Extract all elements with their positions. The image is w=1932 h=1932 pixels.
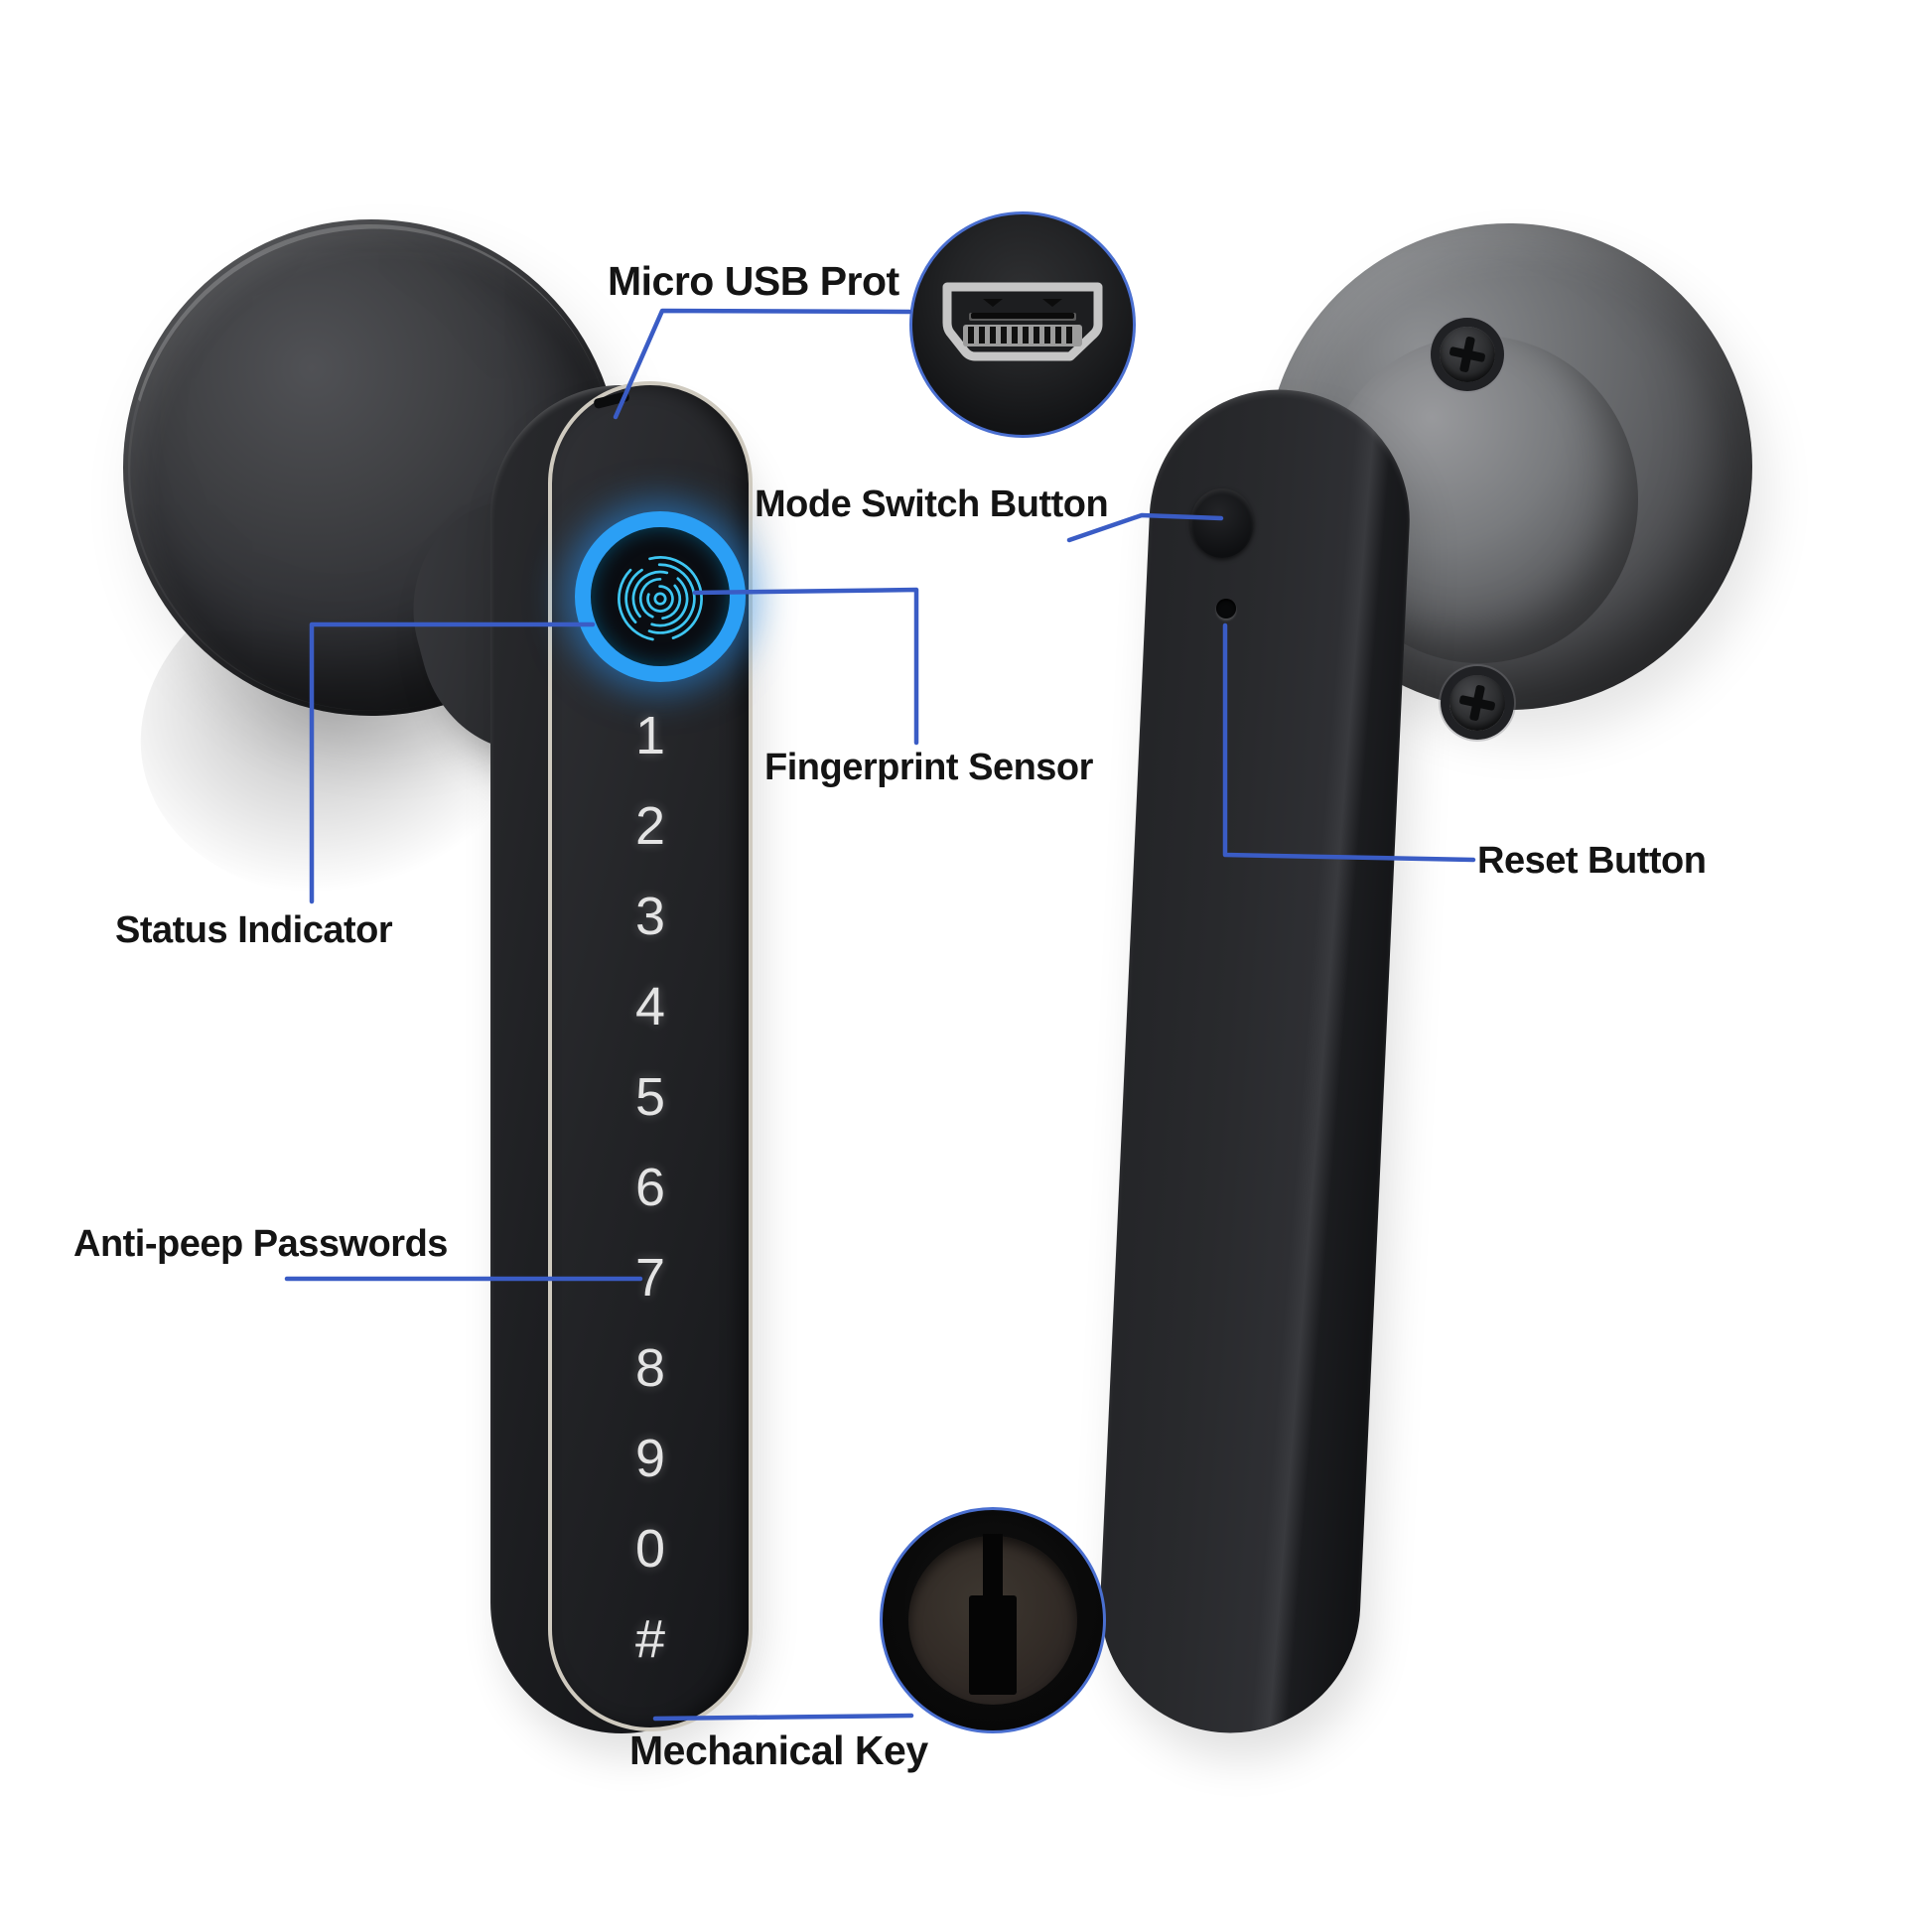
fingerprint-sensor-label: Fingerprint Sensor <box>764 747 1093 788</box>
keypad-key-7[interactable]: 7 <box>634 1248 666 1308</box>
fingerprint-icon <box>618 556 703 642</box>
micro-usb-label: Micro USB Prot <box>608 258 899 304</box>
keypad-key-8[interactable]: 8 <box>634 1338 666 1398</box>
keypad-key-1[interactable]: 1 <box>634 706 666 765</box>
rear-handle-body <box>1094 383 1416 1739</box>
keyhole-icon[interactable] <box>969 1595 1017 1695</box>
mechanical-key-inset <box>880 1507 1106 1733</box>
usb-port-inset <box>909 211 1136 438</box>
anti-peep-label: Anti-peep Passwords <box>73 1223 448 1265</box>
mechanical-key-label: Mechanical Key <box>629 1727 928 1773</box>
reset-button-label: Reset Button <box>1477 840 1707 882</box>
keypad-key-2[interactable]: 2 <box>634 796 666 856</box>
keypad: 1 2 3 4 5 6 7 8 9 0 # <box>550 691 751 1685</box>
keypad-key-6[interactable]: 6 <box>634 1158 666 1217</box>
keypad-key-#[interactable]: # <box>634 1609 666 1669</box>
keypad-key-5[interactable]: 5 <box>634 1067 666 1127</box>
keypad-key-4[interactable]: 4 <box>634 977 666 1036</box>
keypad-key-3[interactable]: 3 <box>634 887 666 946</box>
fingerprint-sensor[interactable] <box>575 511 746 682</box>
mode-switch-button[interactable] <box>1190 488 1254 558</box>
screw-icon <box>1440 327 1495 382</box>
keypad-key-9[interactable]: 9 <box>634 1429 666 1488</box>
status-indicator-label: Status Indicator <box>115 909 393 951</box>
screw-icon <box>1449 675 1505 731</box>
reset-button-hole[interactable] <box>1216 599 1236 619</box>
usb-connector-icon <box>942 282 1103 361</box>
keypad-key-0[interactable]: 0 <box>634 1519 666 1579</box>
mode-switch-label: Mode Switch Button <box>755 483 1109 525</box>
keyhole-icon[interactable] <box>983 1534 1003 1603</box>
